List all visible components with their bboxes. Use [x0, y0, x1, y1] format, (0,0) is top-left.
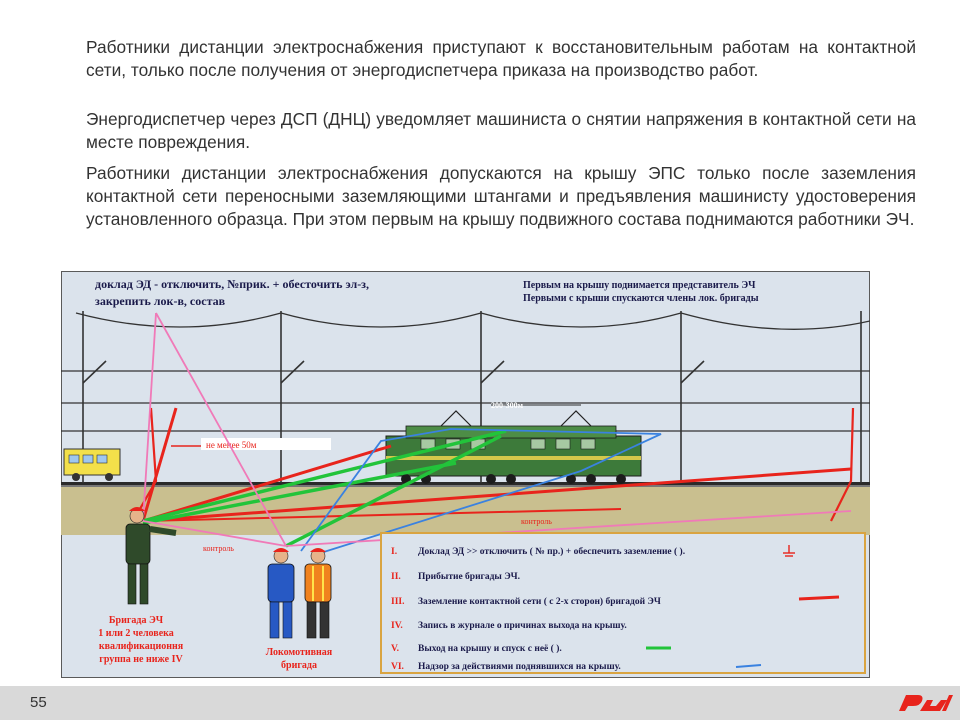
- svg-text:1 или 2 человека: 1 или 2 человека: [98, 628, 174, 639]
- svg-text:Локомотивная: Локомотивная: [266, 647, 333, 658]
- page-number: 55: [30, 694, 47, 711]
- svg-text:Надзор за действиями поднявших: Надзор за действиями поднявшихся на крыш…: [418, 661, 621, 672]
- slide-footer: 55: [0, 686, 960, 720]
- ech-worker-figure: [125, 507, 177, 605]
- paragraph-2: Энергодиспетчер через ДСП (ДНЦ) уведомля…: [86, 109, 916, 152]
- control-label-left: контроль: [203, 544, 234, 553]
- control-label-right: контроль: [521, 517, 552, 526]
- svg-text:Выход на крышу и спуск с неё (: Выход на крышу и спуск с неё ( ).: [418, 643, 562, 654]
- svg-text:Прибытие бригады ЭЧ.: Прибытие бригады ЭЧ.: [418, 571, 520, 582]
- svg-text:Доклад ЭД >> отключить ( № пр.: Доклад ЭД >> отключить ( № пр.) + обеспе…: [418, 546, 685, 557]
- distance-label: не менее 50м: [206, 440, 257, 450]
- span-label: 200-300м: [491, 401, 524, 410]
- svg-text:Бригада ЭЧ: Бригада ЭЧ: [109, 615, 164, 626]
- svg-text:Заземление контактной сети ( с: Заземление контактной сети ( с 2-х сторо…: [418, 596, 661, 607]
- svg-text:II.: II.: [391, 572, 401, 582]
- svg-text:V.: V.: [391, 644, 399, 654]
- paragraph-3: Работники дистанции электроснабжения доп…: [86, 163, 916, 229]
- legend-box: I. Доклад ЭД >> отключить ( № пр.) + обе…: [380, 532, 866, 674]
- svg-text:группа не ниже IV: группа не ниже IV: [99, 654, 183, 665]
- span-marker-200-300m: 200-300м: [491, 401, 581, 410]
- rails: [61, 485, 870, 487]
- loco-driver-figure: [267, 548, 295, 639]
- svg-text:закрепить лок-в, состав: закрепить лок-в, состав: [95, 294, 226, 308]
- ech-brigade-caption: Бригада ЭЧ 1 или 2 человека квалификацио…: [98, 615, 184, 665]
- svg-text:квалификационня: квалификационня: [99, 641, 184, 652]
- svg-text:III.: III.: [391, 597, 404, 607]
- svg-text:IV.: IV.: [391, 621, 403, 631]
- svg-text:Запись в журнале о причинах вы: Запись в журнале о причинах выхода на кр…: [418, 621, 627, 631]
- legend-red-line: [798, 595, 840, 601]
- top-right-note: Первым на крышу поднимается представител…: [523, 280, 759, 304]
- svg-text:Первыми с крыши спускаются чле: Первыми с крыши спускаются члены лок. бр…: [523, 293, 759, 304]
- svg-text:Первым на крышу поднимается пр: Первым на крышу поднимается представител…: [523, 280, 756, 291]
- svg-text:бригада: бригада: [281, 660, 317, 671]
- catenary-repair-diagram: не менее 50м 200-300м контроль контроль …: [61, 271, 870, 678]
- distance-marker-50m: не менее 50м: [171, 438, 331, 450]
- electric-locomotive-icon: [385, 410, 642, 484]
- loco-assistant-figure: [304, 548, 332, 639]
- loco-brigade-caption: Локомотивная бригада: [266, 647, 333, 671]
- inspection-car-icon: [63, 448, 121, 481]
- paragraph-1: Работники дистанции электроснабжения при…: [86, 37, 916, 80]
- legend-blue-line: [735, 664, 762, 668]
- svg-text:доклад ЭД - отключить, №прик.: доклад ЭД - отключить, №прик. + обесточи…: [95, 277, 369, 291]
- rzd-logo-icon: [899, 695, 953, 711]
- top-left-note: доклад ЭД - отключить, №прик. + обесточи…: [91, 275, 369, 311]
- svg-text:I.: I.: [391, 547, 397, 557]
- diagram-frame: [61, 271, 870, 678]
- svg-text:VI.: VI.: [391, 662, 404, 672]
- ground-symbol-icon: [783, 545, 795, 557]
